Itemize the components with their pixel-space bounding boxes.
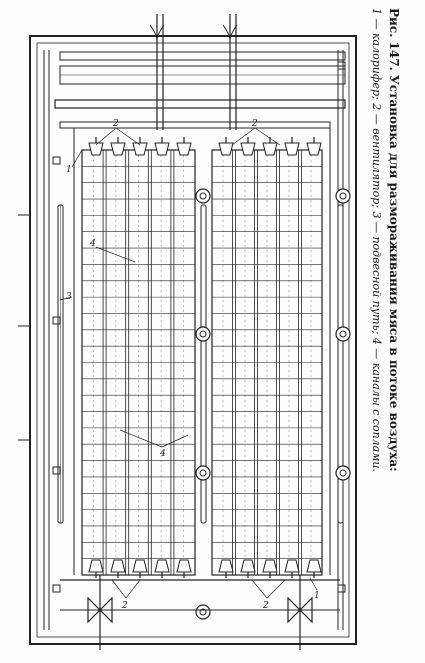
bottom-valve-right	[287, 575, 313, 650]
callout-leaders	[59, 127, 318, 599]
right-grid-section	[211, 149, 323, 576]
top-fan-row	[88, 137, 322, 156]
top-air-ducts	[54, 51, 346, 575]
caption-legend: 1 — калорифер; 2 — вентилятор; 3 — подве…	[370, 8, 383, 472]
support-columns	[195, 188, 351, 620]
callout-channels-top: 4	[89, 239, 96, 249]
left-grid-section	[81, 149, 196, 576]
callout-heater-top: 1	[66, 165, 72, 175]
caption-title: Рис. 147. Установка для размораживания м…	[387, 8, 401, 472]
callout-channels-middle: 4	[159, 449, 166, 459]
bottom-fan-row	[88, 559, 322, 578]
top-pipes	[149, 14, 238, 130]
callout-fans-top-right: 2	[251, 119, 258, 129]
hanging-track-right	[337, 204, 344, 524]
wall-brackets	[18, 61, 346, 593]
callout-track: 3	[66, 292, 72, 302]
callout-fans-bottom-right: 2	[262, 601, 269, 611]
hanging-track-center	[200, 204, 207, 524]
callout-fans-bottom-left: 2	[121, 601, 128, 611]
callout-fans-top-left: 2	[112, 119, 119, 129]
bottom-valve-left	[87, 575, 113, 650]
figure-caption: Рис. 147. Установка для размораживания м…	[368, 8, 402, 658]
hanging-track-left	[57, 204, 64, 524]
callout-heater-bottom: 1	[314, 591, 320, 601]
building-walls	[29, 35, 357, 645]
